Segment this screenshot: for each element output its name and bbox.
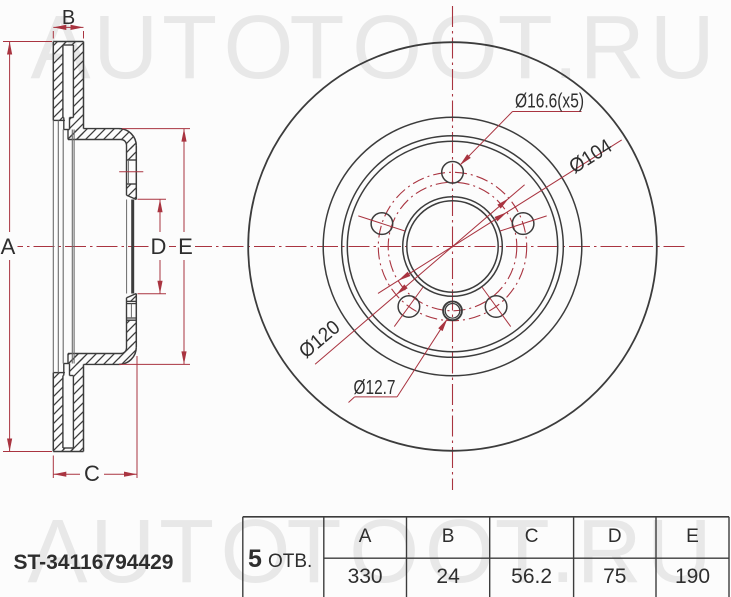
svg-text:E: E xyxy=(686,526,699,547)
svg-text:C: C xyxy=(84,461,100,486)
svg-text:Ø12.7: Ø12.7 xyxy=(354,377,396,399)
svg-text:Ø120: Ø120 xyxy=(295,316,344,362)
svg-text:AUTOTOOT.RU: AUTOTOOT.RU xyxy=(31,0,715,98)
svg-text:Ø104: Ø104 xyxy=(565,135,616,178)
svg-text:B: B xyxy=(62,7,75,29)
svg-text:A: A xyxy=(1,234,16,259)
svg-text:ОТВ.: ОТВ. xyxy=(268,551,312,572)
svg-text:D: D xyxy=(151,234,167,259)
svg-text:75: 75 xyxy=(603,565,626,588)
svg-text:D: D xyxy=(608,526,622,547)
svg-text:5: 5 xyxy=(248,545,262,573)
svg-text:A: A xyxy=(359,526,372,547)
svg-text:AUTOTOOT.RU: AUTOTOOT.RU xyxy=(28,502,712,597)
svg-text:24: 24 xyxy=(436,565,460,588)
svg-text:ST-34116794429: ST-34116794429 xyxy=(14,551,174,574)
svg-text:B: B xyxy=(442,526,455,547)
svg-text:C: C xyxy=(525,526,539,547)
svg-text:330: 330 xyxy=(348,565,383,588)
svg-text:56.2: 56.2 xyxy=(511,565,552,588)
svg-text:190: 190 xyxy=(675,565,710,588)
svg-text:Ø16.6(x5): Ø16.6(x5) xyxy=(515,91,584,113)
svg-text:E: E xyxy=(178,234,193,259)
